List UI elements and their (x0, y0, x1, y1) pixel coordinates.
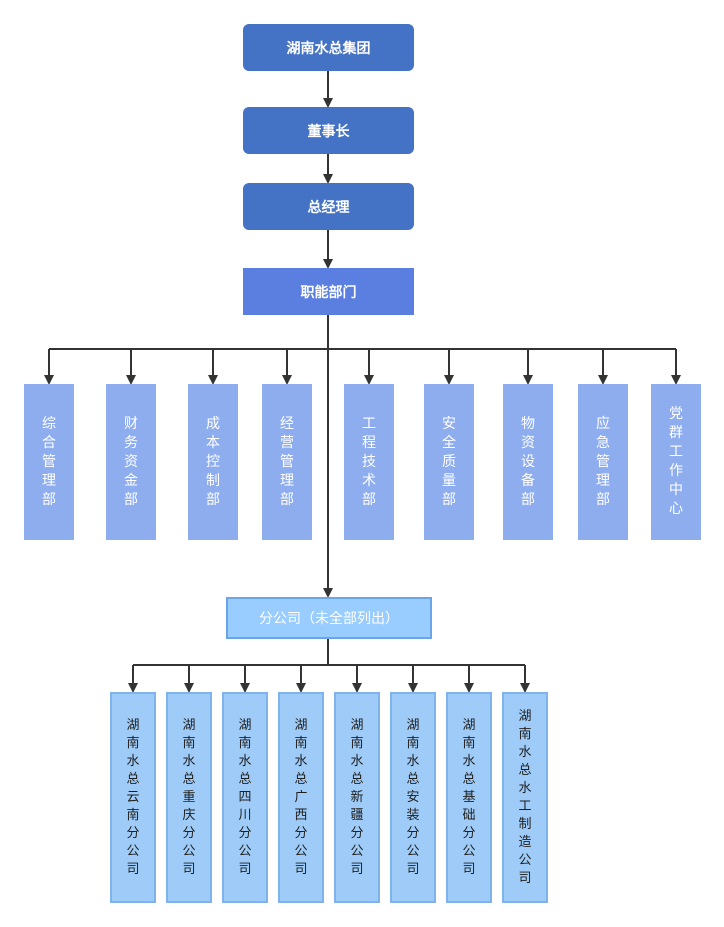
branch-label: 湖南水总云南分公司 (126, 717, 140, 877)
branch-3[interactable]: 湖南水总广西分公司 (278, 692, 324, 903)
dept-3[interactable]: 经营管理部 (262, 384, 312, 540)
node-label: 分公司（未全部列出） (259, 611, 399, 627)
dept-label: 工程技术部 (362, 415, 376, 508)
node-label: 董事长 (307, 123, 350, 140)
node-group-company[interactable]: 湖南水总集团 (243, 24, 414, 71)
branch-label: 湖南水总新疆分公司 (350, 717, 364, 877)
node-general-manager[interactable]: 总经理 (243, 183, 414, 230)
node-label: 湖南水总集团 (286, 40, 371, 57)
branch-5[interactable]: 湖南水总安装分公司 (390, 692, 436, 903)
node-label: 总经理 (307, 199, 350, 216)
branch-label: 湖南水总广西分公司 (294, 717, 308, 877)
dept-7[interactable]: 应急管理部 (578, 384, 628, 540)
dept-1[interactable]: 财务资金部 (106, 384, 156, 540)
branch-label: 湖南水总水工制造公司 (518, 708, 532, 886)
dept-label: 物资设备部 (521, 415, 535, 508)
dept-2[interactable]: 成本控制部 (188, 384, 238, 540)
branch-2[interactable]: 湖南水总四川分公司 (222, 692, 268, 903)
branch-7[interactable]: 湖南水总水工制造公司 (502, 692, 548, 903)
branch-label: 湖南水总安装分公司 (406, 717, 420, 877)
dept-label: 应急管理部 (596, 415, 610, 508)
dept-label: 党群工作中心 (669, 406, 683, 517)
dept-8[interactable]: 党群工作中心 (651, 384, 701, 540)
node-branch-companies[interactable]: 分公司（未全部列出） (226, 597, 432, 639)
node-chairman[interactable]: 董事长 (243, 107, 414, 154)
dept-label: 安全质量部 (442, 415, 456, 508)
dept-label: 综合管理部 (42, 415, 56, 508)
branch-label: 湖南水总基础分公司 (462, 717, 476, 877)
dept-label: 成本控制部 (206, 415, 220, 508)
dept-6[interactable]: 物资设备部 (503, 384, 553, 540)
dept-0[interactable]: 综合管理部 (24, 384, 74, 540)
branch-label: 湖南水总重庆分公司 (182, 717, 196, 877)
dept-4[interactable]: 工程技术部 (344, 384, 394, 540)
branch-4[interactable]: 湖南水总新疆分公司 (334, 692, 380, 903)
dept-5[interactable]: 安全质量部 (424, 384, 474, 540)
node-label: 职能部门 (300, 284, 357, 301)
branch-6[interactable]: 湖南水总基础分公司 (446, 692, 492, 903)
node-functional-departments[interactable]: 职能部门 (243, 268, 414, 315)
branch-0[interactable]: 湖南水总云南分公司 (110, 692, 156, 903)
dept-label: 财务资金部 (124, 415, 138, 508)
branch-label: 湖南水总四川分公司 (238, 717, 252, 877)
branch-1[interactable]: 湖南水总重庆分公司 (166, 692, 212, 903)
dept-label: 经营管理部 (280, 415, 294, 508)
